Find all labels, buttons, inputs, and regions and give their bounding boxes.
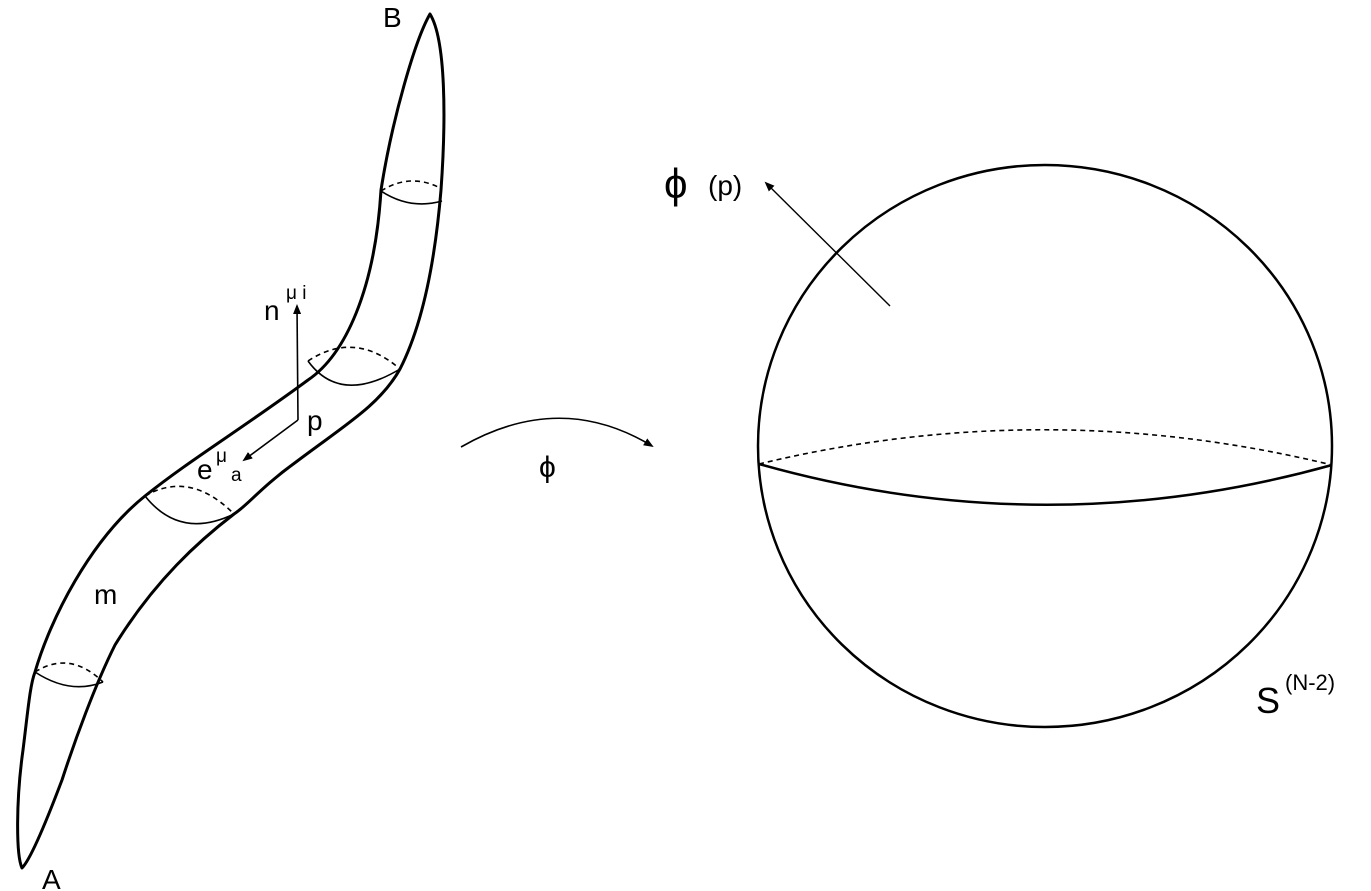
cross-section-3-front <box>144 495 235 525</box>
label-tangent-subscript: a <box>231 465 242 486</box>
equator-back <box>758 428 1333 466</box>
cross-section-4-front <box>34 671 104 688</box>
label-tangent-superscript: μ <box>216 446 227 467</box>
cross-section-1-front <box>380 190 443 205</box>
label-sphere-s: S <box>1256 680 1280 721</box>
map-phi-arrow <box>460 417 654 448</box>
cross-section-2-front <box>307 360 401 386</box>
cross-section-4-back <box>34 662 104 683</box>
normal-vector-arrow <box>293 304 302 421</box>
tangent-vector-arrow <box>242 419 299 462</box>
label-normal-superscript: μ i <box>286 283 306 304</box>
label-tangent-e: e <box>197 454 213 485</box>
label-phi-p-symbol: ϕ <box>664 160 688 207</box>
label-p: p <box>307 405 323 436</box>
label-phi-p-argument: (p) <box>708 170 742 201</box>
label-a: A <box>42 864 61 891</box>
tube-outline <box>16 12 446 870</box>
equator-front <box>758 462 1333 506</box>
sphere-outline <box>756 163 1334 729</box>
label-map-phi: ϕ <box>539 451 556 484</box>
manifold-m <box>16 12 446 870</box>
cross-section-1-back <box>380 180 443 192</box>
sphere <box>756 163 1334 729</box>
label-b: B <box>383 2 402 33</box>
label-normal-n: n <box>264 295 280 326</box>
label-m: m <box>94 579 117 610</box>
phi-p-arrow <box>764 181 891 307</box>
label-sphere-superscript: (N-2) <box>1285 670 1335 695</box>
cross-section-3-back <box>144 485 235 515</box>
cross-section-2-back <box>307 346 401 370</box>
